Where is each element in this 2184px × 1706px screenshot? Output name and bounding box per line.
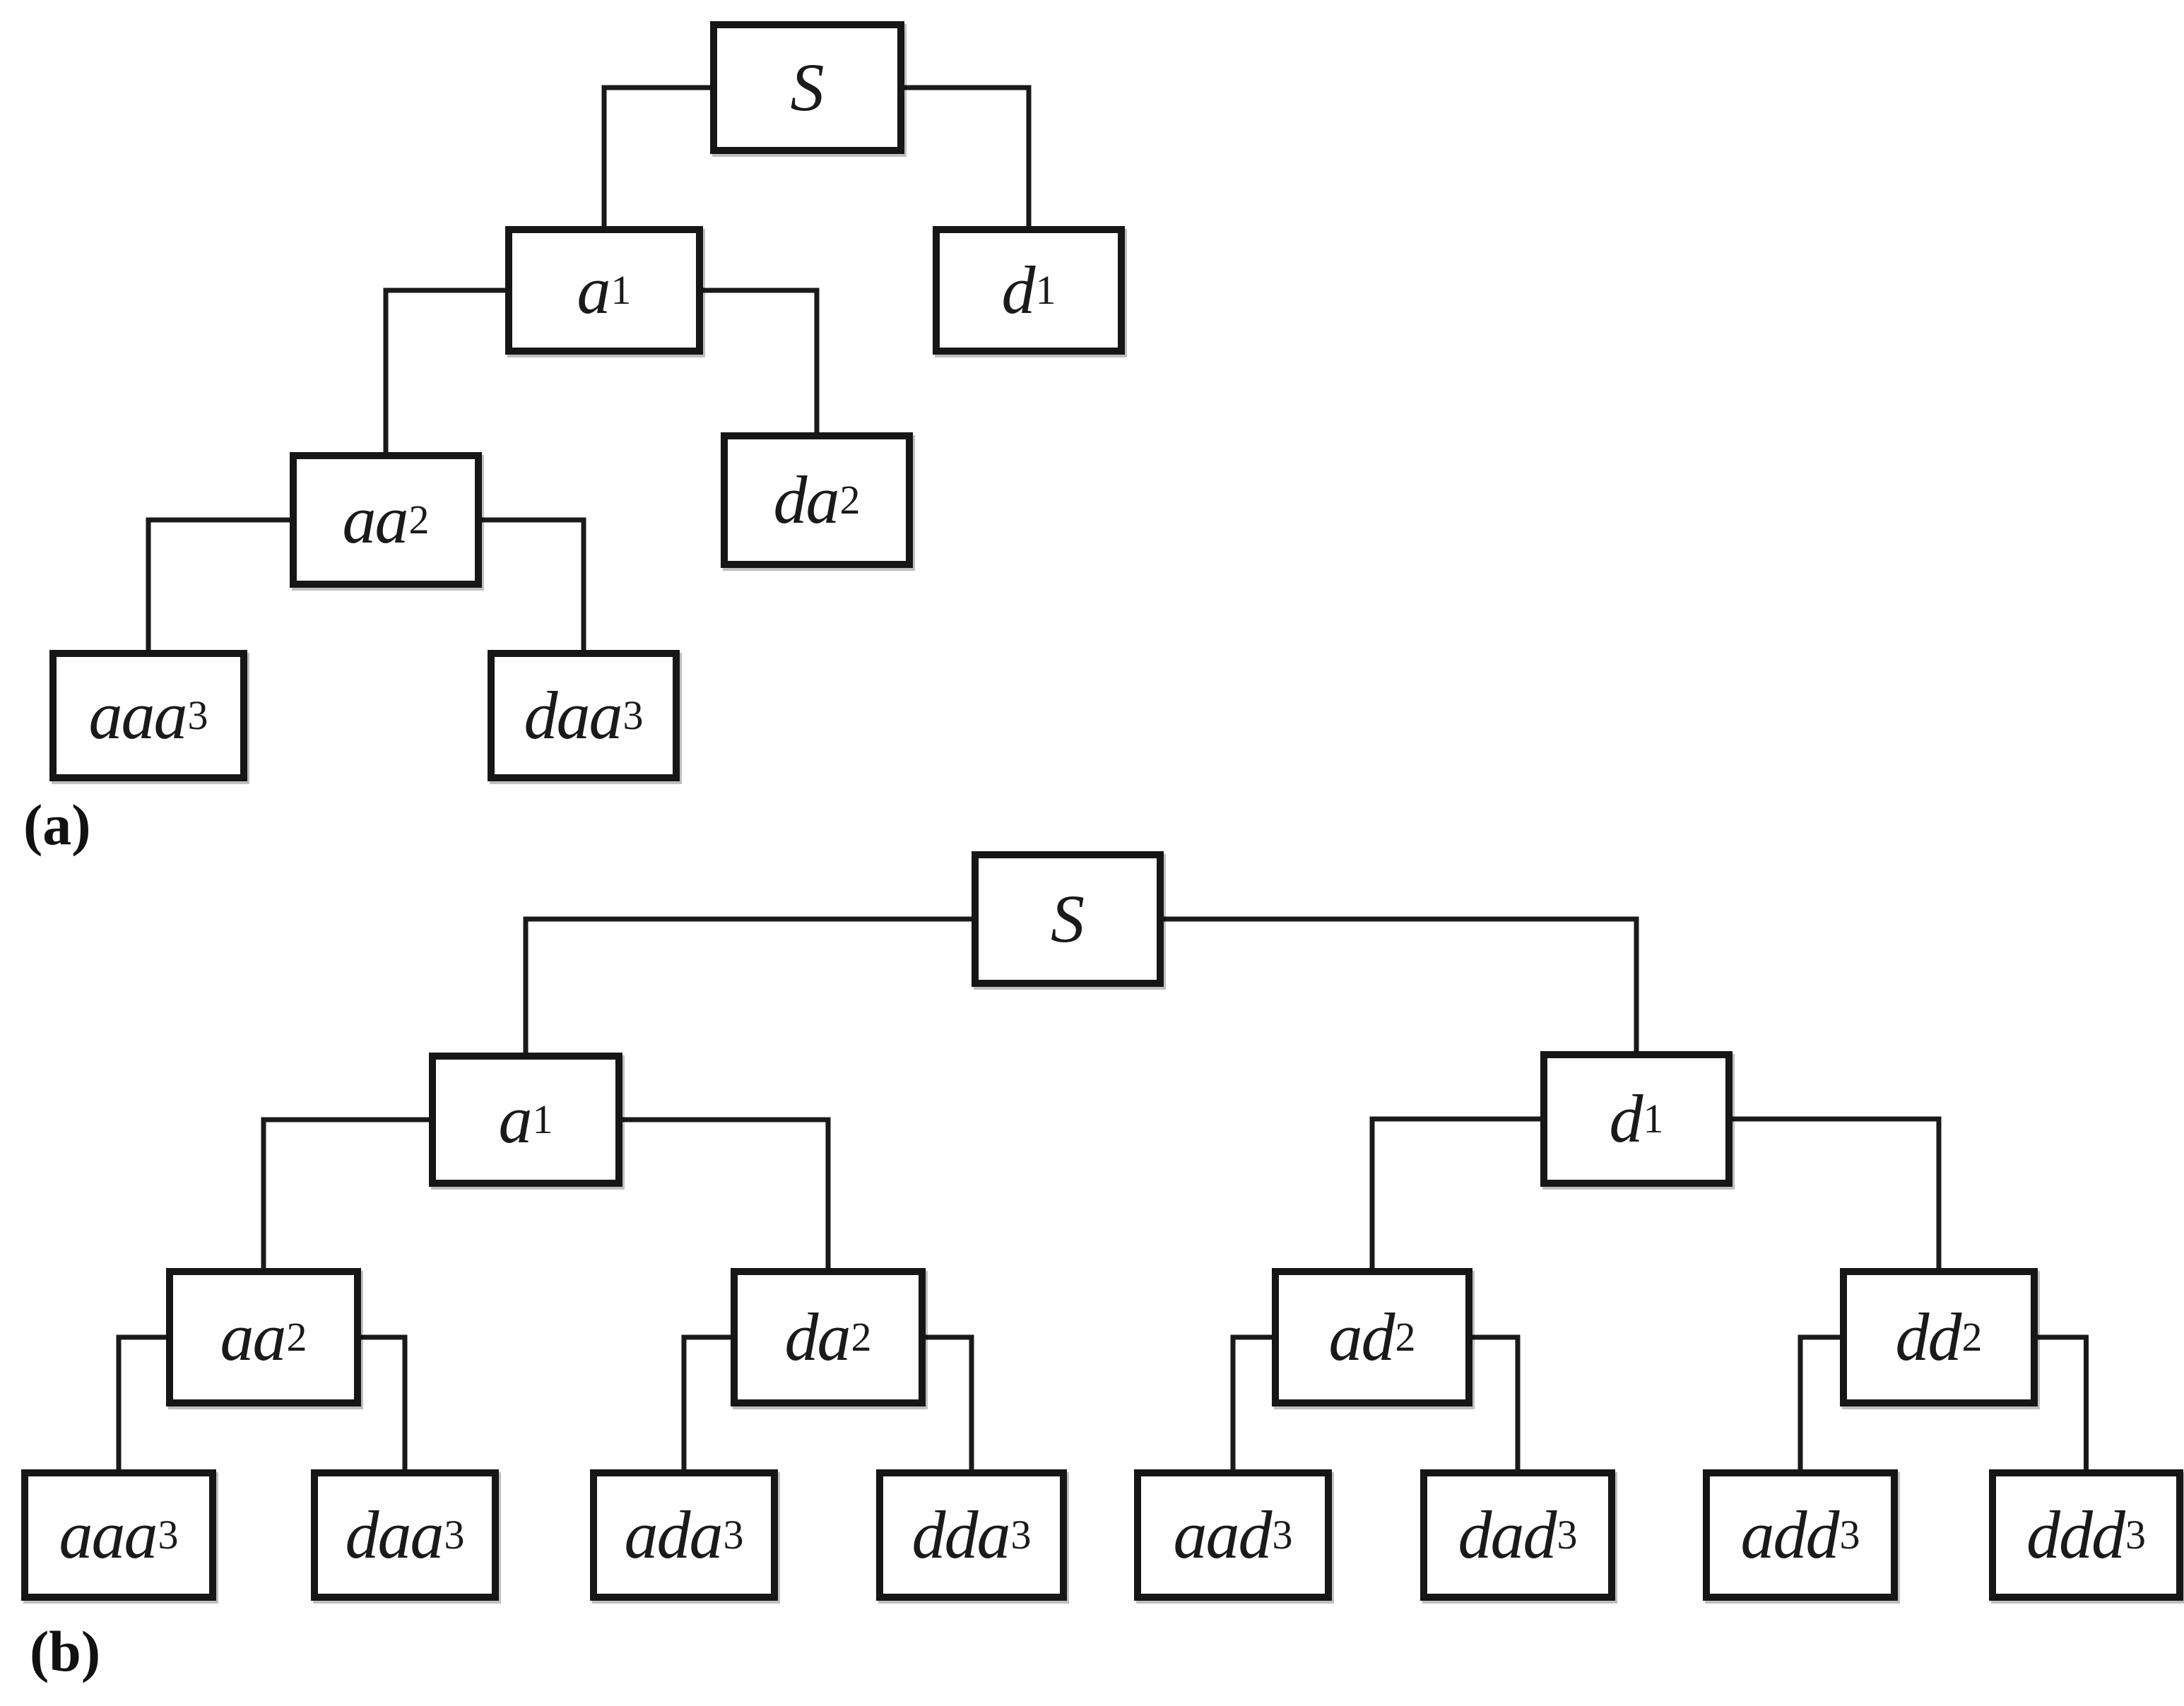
edge-b-a1-da2: [622, 1117, 831, 1271]
node-label-subscript: 2: [408, 497, 430, 543]
node-label-subscript: 1: [1035, 267, 1056, 313]
edge-b-da2-ada3: [681, 1334, 731, 1472]
node-label-subscript: 3: [1839, 1512, 1860, 1558]
node-label: d: [1001, 252, 1036, 328]
edge-a-a1-da2: [703, 288, 820, 435]
node-label: a: [498, 1082, 533, 1157]
node-label: aaa: [59, 1497, 158, 1572]
edge-b-dd2-ddd3: [2038, 1334, 2089, 1472]
node-label: aa: [220, 1299, 287, 1375]
edge-a-aa2-daa3: [482, 517, 586, 653]
edge-a-S-a1: [601, 85, 710, 229]
edge-b-da2-dda3: [926, 1334, 974, 1472]
edge-a-a1-aa2: [383, 288, 505, 455]
edge-b-S-a1: [523, 916, 972, 1055]
node-label: da: [784, 1299, 851, 1375]
node-label-subscript: 2: [1395, 1314, 1416, 1360]
node-label-subscript: 1: [1643, 1096, 1664, 1142]
edge-a-aa2-aaa3: [146, 517, 290, 653]
node-label-subscript: 2: [286, 1314, 307, 1360]
node-label-subscript: 3: [1557, 1512, 1578, 1558]
node-label: ddd: [2026, 1497, 2125, 1572]
edge-b-aa2-aaa3: [116, 1334, 166, 1472]
node-label: daa: [345, 1497, 444, 1572]
node-label-subscript: 3: [622, 692, 644, 738]
node-label-subscript: 2: [851, 1314, 872, 1360]
edge-b-a1-aa2: [261, 1117, 429, 1271]
node-label-subscript: 3: [444, 1512, 465, 1558]
node-label: ada: [624, 1497, 724, 1572]
node-a-S: S: [710, 21, 904, 154]
node-label-subscript: 3: [1010, 1512, 1032, 1558]
node-b-S: S: [972, 851, 1164, 987]
node-label: da: [773, 462, 840, 538]
edge-b-ad2-aad3: [1230, 1334, 1272, 1472]
node-label-subscript: 3: [723, 1512, 744, 1558]
edge-b-dd2-add3: [1798, 1334, 1840, 1472]
edge-b-ad2-dad3: [1472, 1334, 1521, 1472]
node-label: aaa: [88, 677, 188, 753]
node-label-subscript: 3: [1272, 1512, 1293, 1558]
edge-b-aa2-daa3: [361, 1334, 408, 1472]
panel-tag-a: (a): [23, 793, 91, 857]
node-label: add: [1740, 1497, 1840, 1572]
node-label: ad: [1328, 1299, 1395, 1375]
node-label-subscript: 3: [2125, 1512, 2146, 1558]
node-label: dd: [1895, 1299, 1962, 1375]
node-label: daa: [524, 677, 623, 753]
node-label: S: [790, 49, 825, 125]
node-label: aad: [1173, 1497, 1273, 1572]
node-label: a: [577, 252, 611, 328]
node-label-subscript: 2: [839, 477, 861, 523]
edge-b-d1-dd2: [1733, 1116, 1942, 1271]
node-label-subscript: 3: [187, 692, 208, 738]
node-label-subscript: 1: [532, 1096, 553, 1142]
node-label: dad: [1458, 1497, 1557, 1572]
edge-b-d1-ad2: [1369, 1116, 1540, 1271]
node-label: d: [1609, 1081, 1643, 1156]
edge-b-S-d1: [1164, 916, 1639, 1054]
node-label-subscript: 3: [158, 1512, 179, 1558]
edge-a-S-d1: [904, 85, 1032, 229]
node-label: aa: [342, 482, 409, 557]
node-label: dda: [911, 1497, 1011, 1572]
node-label-subscript: 2: [1961, 1314, 1983, 1360]
node-label-subscript: 1: [610, 267, 632, 313]
panel-tag-b: (b): [30, 1619, 101, 1683]
node-label: S: [1051, 881, 1085, 956]
